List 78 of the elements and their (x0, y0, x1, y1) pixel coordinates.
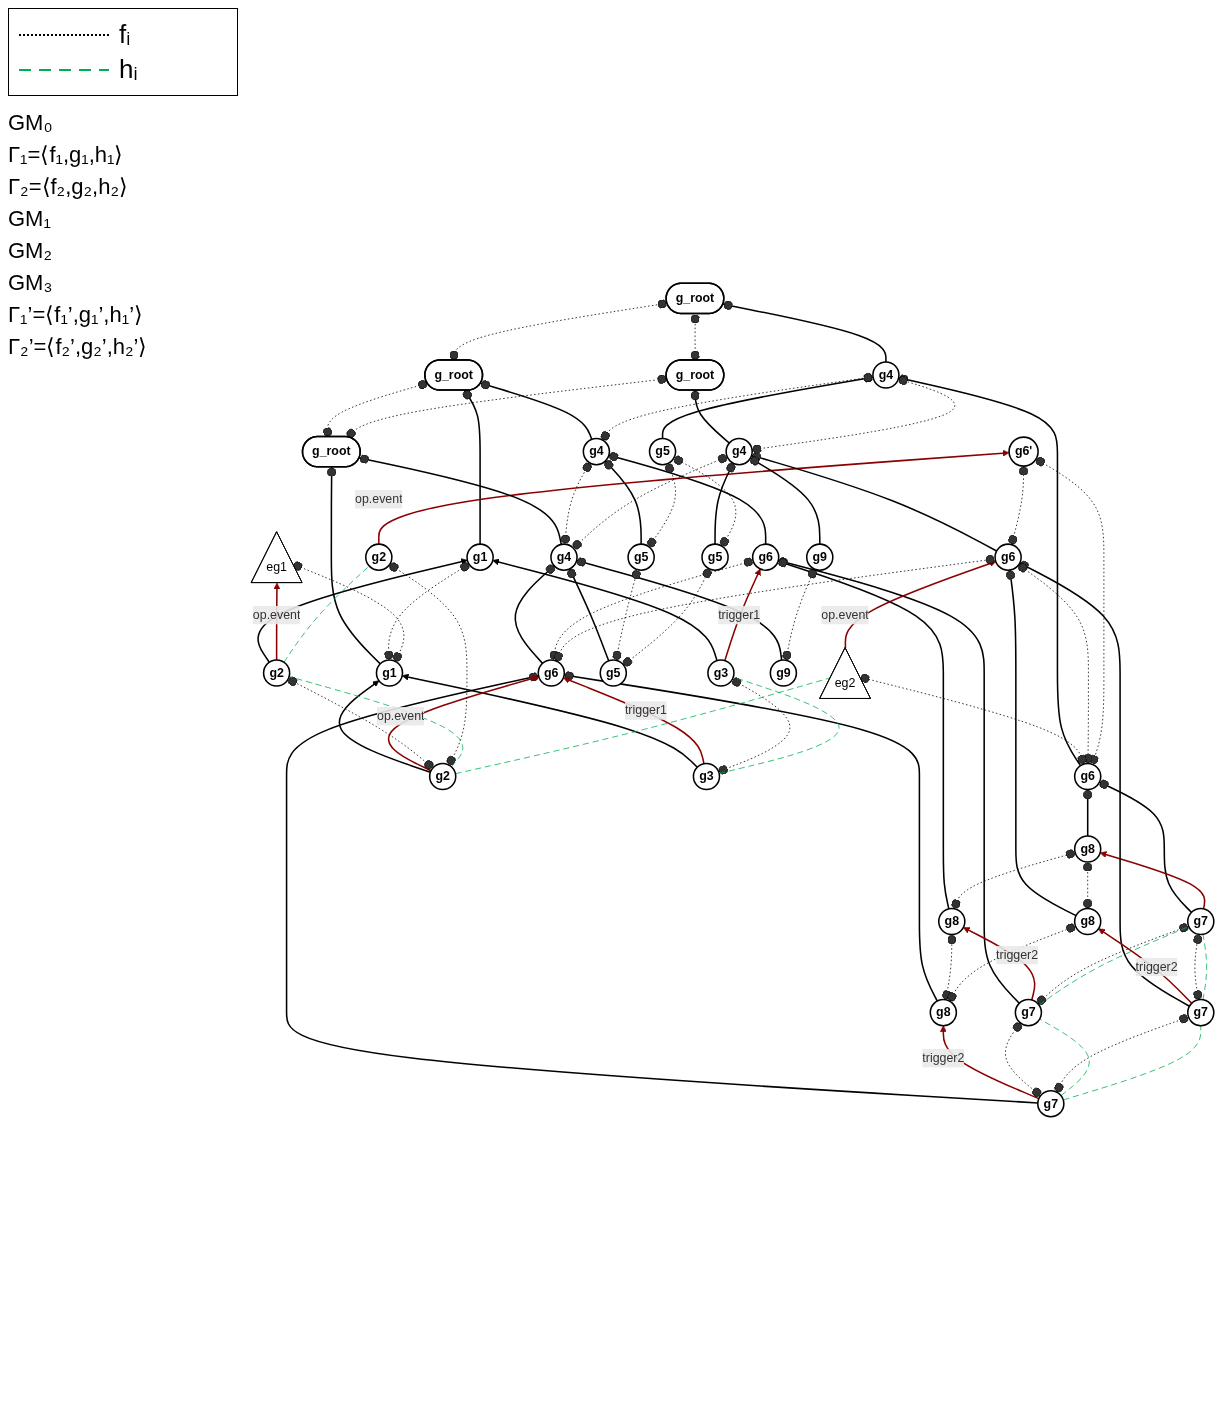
connector (600, 372, 874, 441)
edge-label: op.event (377, 709, 425, 723)
edge-label: trigger2 (996, 948, 1039, 962)
node-circle: g4 (550, 543, 578, 571)
edge-label: trigger2 (1135, 960, 1178, 974)
arrow (1099, 851, 1206, 910)
connector (358, 454, 563, 546)
node-circle: g1 (375, 659, 404, 687)
connector (673, 455, 737, 547)
connector (514, 564, 556, 665)
connector (750, 452, 998, 552)
node-circle: g7 (1186, 998, 1215, 1027)
connector (563, 671, 939, 1002)
arrow (401, 673, 699, 769)
connector (1083, 788, 1093, 837)
node-circle: g6 (994, 543, 1022, 571)
connector (604, 460, 642, 545)
arrow (844, 560, 997, 649)
node-circle: g5 (627, 543, 655, 571)
node-circle: g6 (751, 543, 780, 571)
node-circle: g6 (1073, 762, 1102, 791)
node-circle: g7 (1037, 1089, 1065, 1118)
arrow (563, 676, 705, 765)
diagram-label: GM₀ (8, 110, 54, 136)
connector (1098, 779, 1193, 914)
node-circle: g3 (692, 762, 721, 791)
node-circle: g4 (725, 437, 753, 466)
connector (714, 462, 736, 545)
connector (327, 466, 382, 665)
connector (567, 568, 610, 662)
diagram-label: GM₂ (8, 238, 53, 264)
node-circle: g8 (929, 998, 958, 1027)
diagram-label: GM₁ (8, 206, 52, 232)
node-circle: g6' (1008, 436, 1039, 467)
node-circle: g5 (648, 437, 677, 466)
node-circle: g2 (365, 543, 393, 571)
arrow (1098, 928, 1193, 1005)
node-circle: g6 (537, 659, 566, 687)
diagram-label: Γ₁=⟨f₁,g₁,h₁⟩ (8, 142, 125, 168)
diagram-label: Γ₁’=⟨f₁’,g₁’,h₁’⟩ (8, 302, 144, 328)
node-circle: g4 (872, 361, 900, 389)
node-circle: g2 (428, 762, 457, 791)
node-circle: g8 (1073, 835, 1102, 863)
node-circle: g4 (582, 437, 611, 466)
node-circle: g5 (701, 543, 729, 571)
node-circle: g7 (1186, 907, 1215, 936)
node-circle: g3 (707, 659, 735, 687)
connector (462, 389, 481, 545)
connector (777, 557, 1021, 1005)
connector (777, 558, 950, 910)
node-circle: g2 (262, 659, 291, 687)
legend-label: hᵢ (119, 54, 138, 85)
connector (1062, 1025, 1202, 1101)
connector (749, 456, 821, 545)
connector (1005, 569, 1077, 917)
node-circle: g9 (805, 543, 834, 571)
node-circle: g1 (466, 543, 494, 571)
connector (288, 676, 464, 768)
connector (690, 389, 731, 444)
edge-label: trigger2 (922, 1051, 965, 1065)
edge-label: op.event (821, 608, 869, 622)
edge-label: trigger1 (718, 608, 761, 622)
connector (1039, 1018, 1090, 1096)
edge-label: op.event (355, 492, 403, 506)
connector (479, 380, 593, 441)
connector (608, 451, 767, 545)
node-circle: g8 (938, 907, 966, 936)
node-circle: g5 (599, 659, 628, 687)
legend-label: fᵢ (119, 19, 131, 50)
node-circle: g8 (1073, 907, 1102, 936)
diagram-label: Γ₂=⟨f₂,g₂,h₂⟩ (8, 174, 129, 200)
edge-label: op.event (252, 608, 301, 622)
node-circle: g7 (1014, 998, 1043, 1027)
node-circle: g9 (769, 659, 798, 687)
connector (722, 300, 887, 363)
edge-label: trigger1 (624, 703, 667, 717)
diagram-label: GM₃ (8, 270, 54, 296)
diagram-label: Γ₂’=⟨f₂’,g₂’,h₂’⟩ (8, 334, 149, 360)
